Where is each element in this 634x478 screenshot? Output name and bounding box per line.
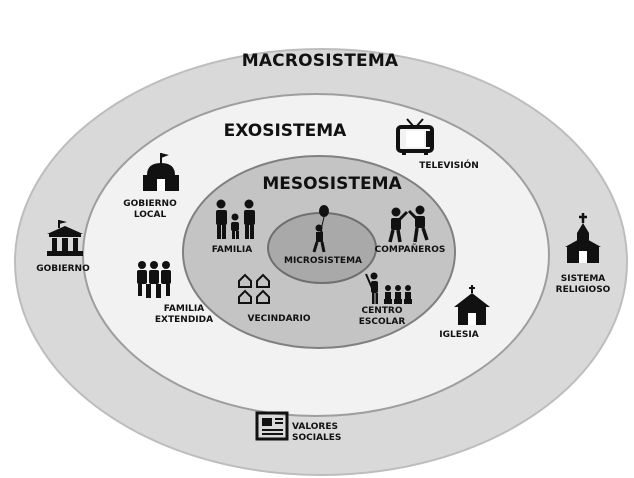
- centro-escolar-label: CENTRO ESCOLAR: [358, 306, 406, 327]
- valores-sociales-label: VALORES SOCIALES: [292, 422, 342, 443]
- familia-label: FAMILIA: [211, 245, 253, 255]
- tv-icon: [396, 118, 434, 155]
- extended-family-icon: [137, 261, 171, 298]
- gobierno-local-label: GOBIERNO LOCAL: [123, 199, 177, 220]
- government-building-icon: [47, 220, 83, 256]
- television-label: TELEVISIÓN: [419, 161, 479, 171]
- mesosystem-label: MESOSISTEMA: [262, 174, 402, 194]
- familia-extendida-label: FAMILIA EXTENDIDA: [154, 304, 214, 325]
- town-hall-icon: [143, 153, 179, 191]
- exosystem-label: EXOSISTEMA: [223, 121, 347, 141]
- iglesia-label: IGLESIA: [439, 330, 479, 340]
- church-icon: [565, 213, 601, 263]
- person-balloon-icon: [312, 205, 329, 253]
- gobierno-label: GOBIERNO: [36, 264, 90, 274]
- microsystem-label: MICROSISTEMA: [283, 256, 362, 266]
- peers-icon: [388, 205, 429, 243]
- teacher-class-icon: [365, 272, 412, 304]
- family-icon: [216, 199, 255, 239]
- companeros-label: COMPAÑEROS: [374, 245, 446, 255]
- vecindario-label: VECINDARIO: [247, 314, 311, 324]
- newspaper-icon: [255, 411, 289, 441]
- sistema-religioso-label: SISTEMA RELIGIOSO: [555, 274, 611, 295]
- church-icon: [454, 285, 490, 325]
- houses-icon: [238, 273, 270, 304]
- macrosystem-label: MACROSISTEMA: [241, 51, 399, 71]
